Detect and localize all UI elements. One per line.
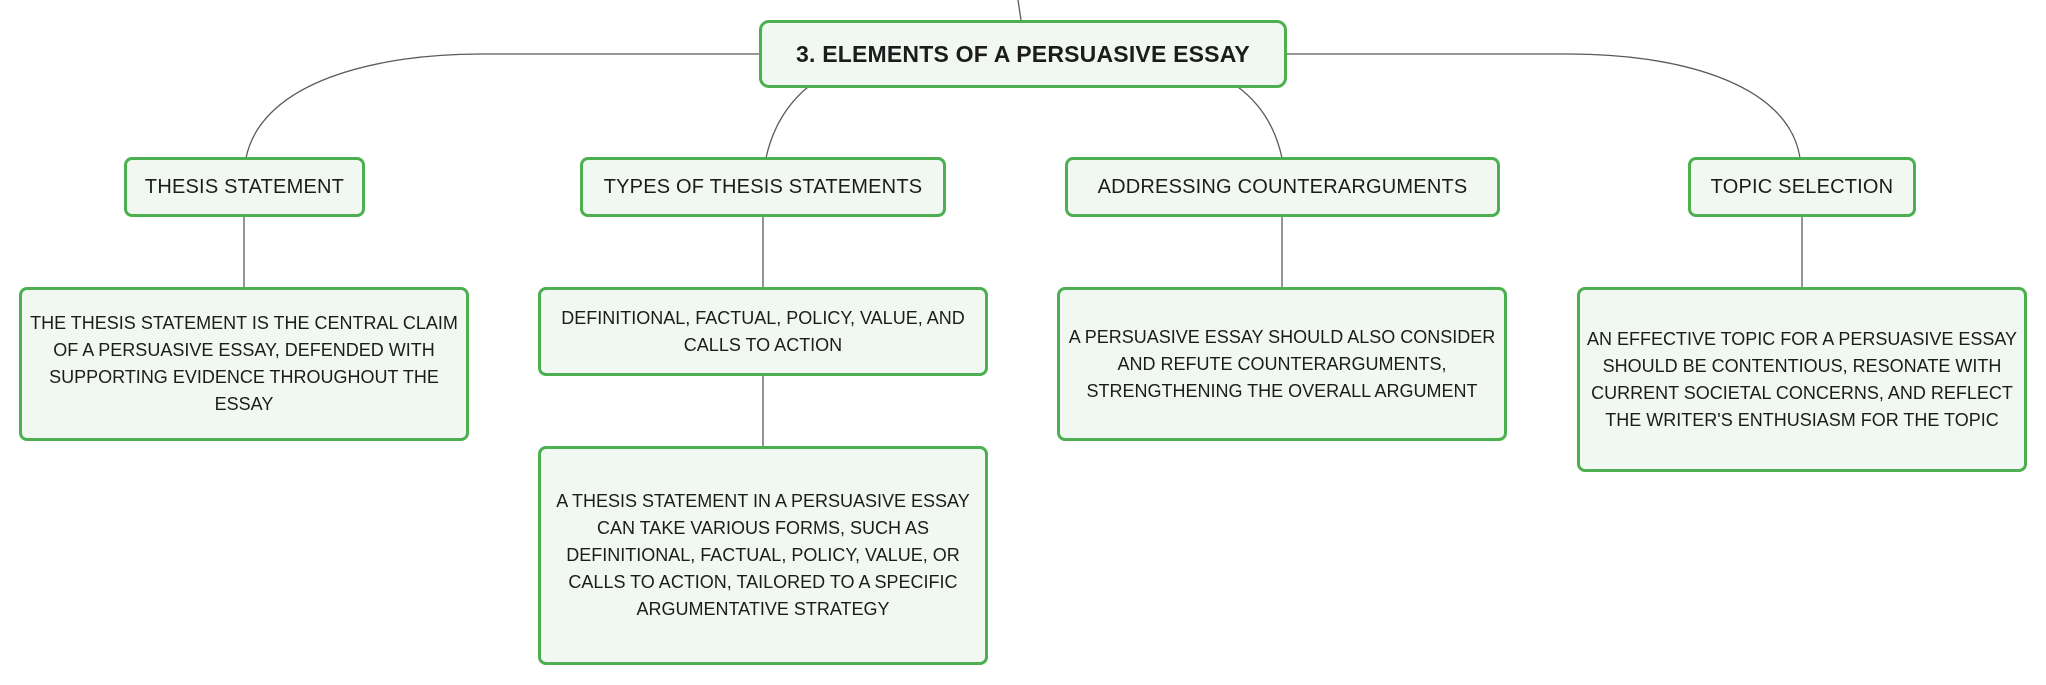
detail-node-counterarguments[interactable]: A PERSUASIVE ESSAY SHOULD ALSO CONSIDER … bbox=[1057, 287, 1507, 441]
connector-root-to-counterarguments bbox=[1237, 86, 1283, 159]
detail-node-types-list[interactable]: DEFINITIONAL, FACTUAL, POLICY, VALUE, AN… bbox=[538, 287, 988, 376]
root-topic-node[interactable]: 3. ELEMENTS OF A PERSUASIVE ESSAY bbox=[759, 20, 1287, 88]
topic-title-topic-selection: TOPIC SELECTION bbox=[1710, 175, 1894, 198]
topic-title-types-of-thesis-statements: TYPES OF THESIS STATEMENTS bbox=[603, 175, 923, 198]
topic-title-addressing-counterarguments: ADDRESSING COUNTERARGUMENTS bbox=[1097, 175, 1468, 198]
connector-parent-to-root bbox=[1017, 0, 1022, 21]
connector-root-to-topic-selection bbox=[1287, 53, 1801, 159]
detail-text-counterarguments: A PERSUASIVE ESSAY SHOULD ALSO CONSIDER … bbox=[1068, 326, 1496, 401]
detail-text-types-explanation: A THESIS STATEMENT IN A PERSUASIVE ESSAY… bbox=[556, 491, 970, 619]
topic-node-types-of-thesis-statements[interactable]: TYPES OF THESIS STATEMENTS bbox=[580, 157, 946, 217]
connector-root-to-types-of-thesis bbox=[765, 86, 809, 159]
detail-text-types-list: DEFINITIONAL, FACTUAL, POLICY, VALUE, AN… bbox=[561, 307, 965, 355]
topic-node-addressing-counterarguments[interactable]: ADDRESSING COUNTERARGUMENTS bbox=[1065, 157, 1500, 217]
topic-node-thesis-statement[interactable]: THESIS STATEMENT bbox=[124, 157, 365, 217]
root-topic-title: 3. ELEMENTS OF A PERSUASIVE ESSAY bbox=[796, 40, 1250, 67]
detail-node-topic-selection[interactable]: AN EFFECTIVE TOPIC FOR A PERSUASIVE ESSA… bbox=[1577, 287, 2027, 472]
connector-root-to-thesis-statement bbox=[245, 53, 759, 159]
detail-node-types-explanation[interactable]: A THESIS STATEMENT IN A PERSUASIVE ESSAY… bbox=[538, 446, 988, 665]
detail-node-thesis-statement[interactable]: THE THESIS STATEMENT IS THE CENTRAL CLAI… bbox=[19, 287, 469, 441]
topic-node-topic-selection[interactable]: TOPIC SELECTION bbox=[1688, 157, 1916, 217]
detail-text-thesis-statement: THE THESIS STATEMENT IS THE CENTRAL CLAI… bbox=[30, 313, 458, 414]
topic-title-thesis-statement: THESIS STATEMENT bbox=[144, 175, 345, 198]
detail-text-topic-selection: AN EFFECTIVE TOPIC FOR A PERSUASIVE ESSA… bbox=[1586, 328, 2018, 430]
